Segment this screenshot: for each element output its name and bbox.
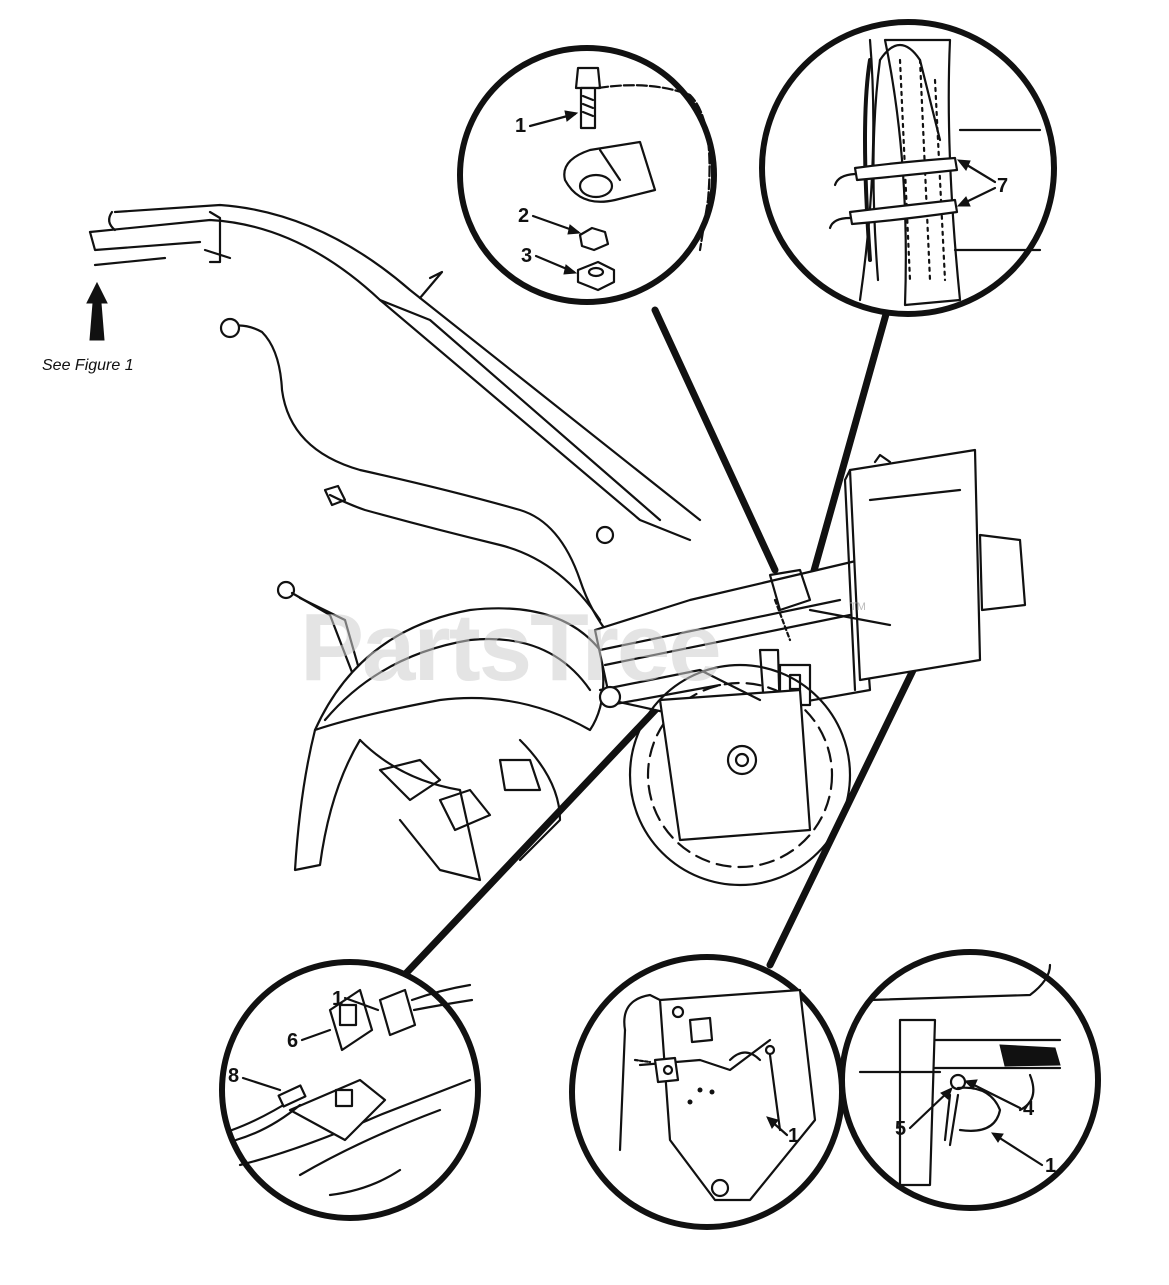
callout-2: 2 bbox=[518, 205, 529, 227]
governor-plate bbox=[658, 988, 817, 1202]
watermark-text: PartsTree bbox=[300, 594, 720, 701]
handlebar-lower bbox=[113, 203, 702, 522]
callout-4: 4 bbox=[1023, 1098, 1035, 1120]
detail-circle-top-right: 7 bbox=[759, 19, 1057, 317]
leader-lines bbox=[391, 296, 939, 989]
leader-top-right bbox=[806, 296, 894, 589]
detail-circle-top-left: 1 2 3 bbox=[457, 45, 717, 305]
watermark-tm: TM bbox=[850, 601, 866, 613]
star-washer bbox=[578, 226, 610, 252]
drive-wheel bbox=[628, 663, 852, 887]
cable-tie-upper bbox=[853, 156, 959, 182]
callout-5: 5 bbox=[895, 1118, 906, 1140]
callout-1: 1 bbox=[788, 1125, 799, 1147]
switch bbox=[688, 1016, 714, 1044]
detail-circle-bottom-middle: 1 bbox=[569, 954, 845, 1230]
callout-3: 3 bbox=[521, 245, 532, 267]
handlebar-upper bbox=[88, 218, 692, 542]
callout-6: 6 bbox=[287, 1030, 298, 1052]
engine-side bbox=[978, 533, 1027, 612]
leader-bottom-left bbox=[391, 701, 664, 989]
throttle-wire bbox=[596, 84, 711, 252]
hood-flap bbox=[293, 728, 362, 872]
spark-plug-boot bbox=[999, 1044, 1061, 1067]
wheel-tread bbox=[646, 681, 834, 869]
callout-8: 8 bbox=[228, 1065, 239, 1087]
detail-circle-bottom-right: 4 5 1 bbox=[839, 949, 1101, 1211]
clutch-cable bbox=[328, 493, 602, 622]
tine-hood bbox=[313, 607, 605, 732]
up-arrow-icon bbox=[86, 281, 108, 341]
bolt bbox=[574, 66, 602, 90]
cable-bundle bbox=[863, 58, 872, 262]
handlebar-grip bbox=[88, 230, 202, 252]
leader-top-left bbox=[651, 306, 779, 574]
cable-tie-lower bbox=[848, 198, 959, 226]
switch bbox=[378, 988, 417, 1037]
see-figure-label: See Figure 1 bbox=[42, 357, 134, 374]
callout-1: 1 bbox=[1045, 1155, 1056, 1177]
callout-1: 1 bbox=[515, 115, 526, 137]
engine-block bbox=[848, 448, 982, 682]
callout-1: 1 bbox=[332, 988, 343, 1010]
callout-7: 7 bbox=[997, 175, 1008, 197]
throttle-cable bbox=[220, 324, 652, 672]
detail-circle-bottom-left: 1 6 8 bbox=[219, 959, 481, 1221]
tiller-illustration bbox=[86, 203, 1027, 887]
watermark: PartsTree TM bbox=[300, 594, 866, 701]
engine-panel bbox=[898, 1018, 937, 1187]
leader-bottom-middle bbox=[766, 621, 939, 969]
